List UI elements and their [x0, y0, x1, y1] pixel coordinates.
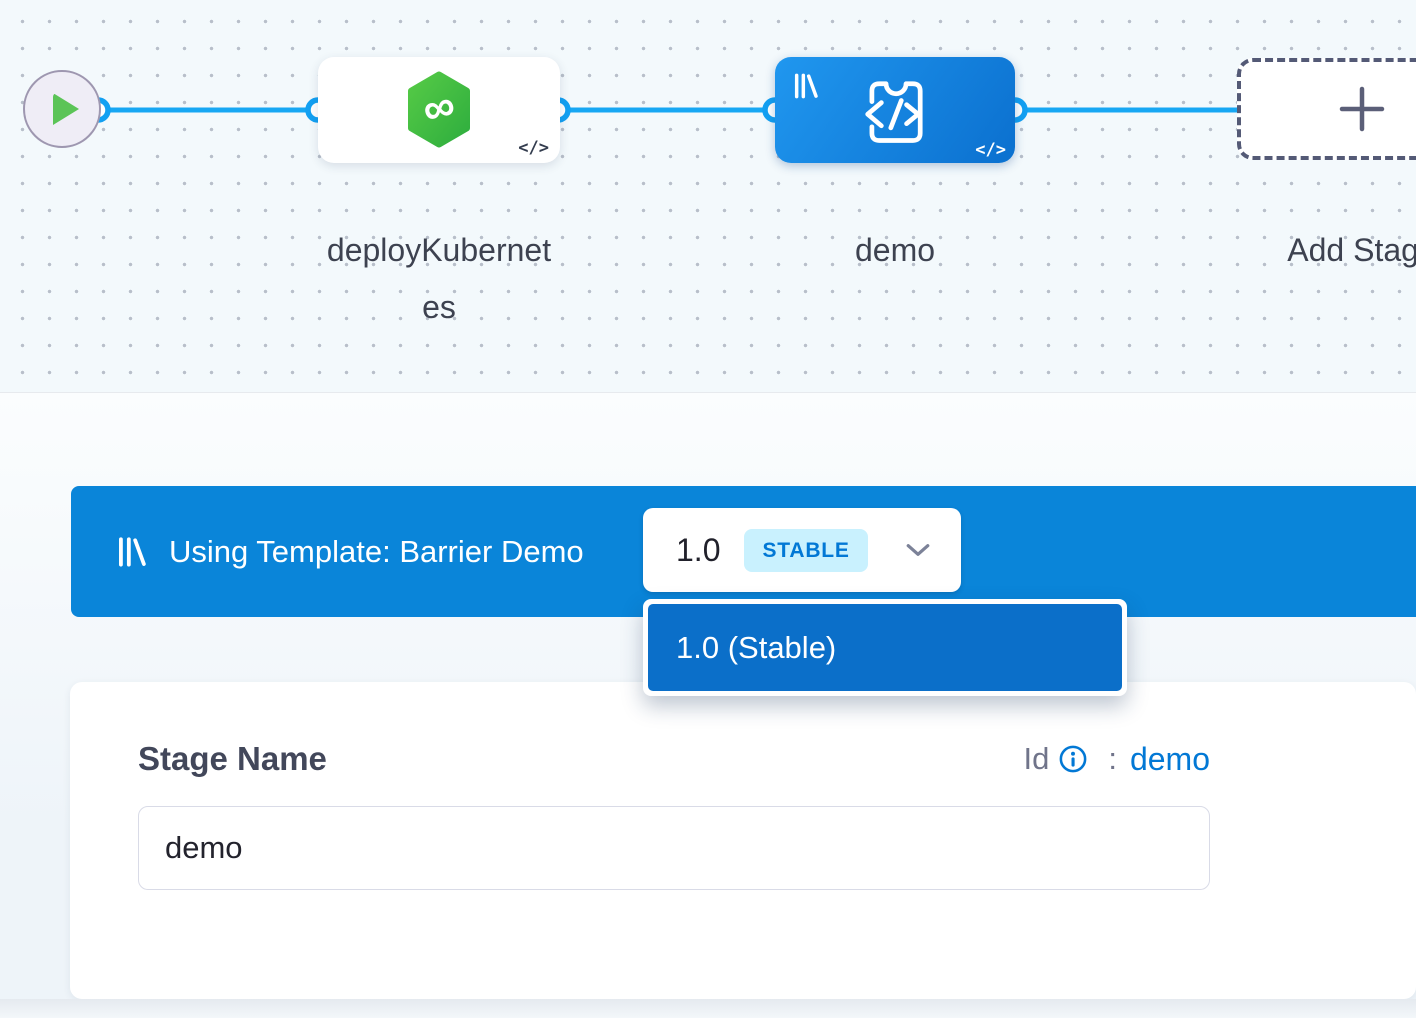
stage-detail-section: Using Template: Barrier Demo 1.0 STABLE … [0, 393, 1416, 1018]
pipeline-canvas[interactable]: ∞ </> </> [0, 0, 1416, 393]
version-number: 1.0 [676, 531, 721, 568]
template-library-icon [119, 536, 146, 567]
stage-name-header-row: Stage Name Id : demo [138, 740, 1210, 778]
template-library-icon [794, 73, 818, 99]
pipeline-start-node [23, 70, 101, 148]
stage-name-label: Stage Name [138, 740, 327, 777]
hexagon-icon [408, 71, 470, 148]
stage-id-group: Id : demo [1023, 741, 1210, 778]
add-stage-button[interactable] [1237, 58, 1416, 160]
stage-node-deploykubernetes[interactable]: ∞ </> [318, 57, 560, 163]
template-banner-title: Using Template: Barrier Demo [169, 533, 584, 569]
add-stage-label: Add Stage [1287, 232, 1416, 268]
plus-icon [1339, 86, 1385, 132]
stage-overview-panel: Stage Name Id : demo [70, 682, 1416, 999]
stable-badge: STABLE [744, 528, 868, 572]
stage-name-input[interactable] [138, 806, 1210, 890]
play-icon [52, 93, 79, 125]
info-icon[interactable] [1058, 744, 1088, 774]
stage-label-demo: demo [854, 232, 936, 268]
custom-stage-icon [865, 81, 923, 143]
template-banner: Using Template: Barrier Demo [71, 486, 1416, 617]
stage-label-line: deployKubernet [326, 232, 552, 268]
id-label: Id [1023, 741, 1050, 776]
panel-bottom-shadow [0, 999, 1416, 1018]
id-colon: : [1108, 741, 1117, 776]
template-version-selector[interactable]: 1.0 STABLE [643, 508, 961, 592]
version-dropdown-menu: 1.0 (Stable) [643, 599, 1127, 696]
deploy-stage-icon: ∞ [404, 71, 474, 149]
version-dropdown-item[interactable]: 1.0 (Stable) [648, 604, 1122, 691]
yaml-code-icon: </> [518, 138, 549, 158]
stage-node-demo[interactable]: </> [775, 57, 1015, 163]
stage-label-deploykubernetes: deployKubernet es [298, 222, 580, 336]
yaml-code-icon: </> [975, 140, 1006, 160]
stage-label-line: es [422, 289, 456, 325]
stage-id-value: demo [1129, 740, 1210, 777]
pipeline-edges [85, 97, 1239, 123]
chevron-down-icon [905, 542, 931, 558]
